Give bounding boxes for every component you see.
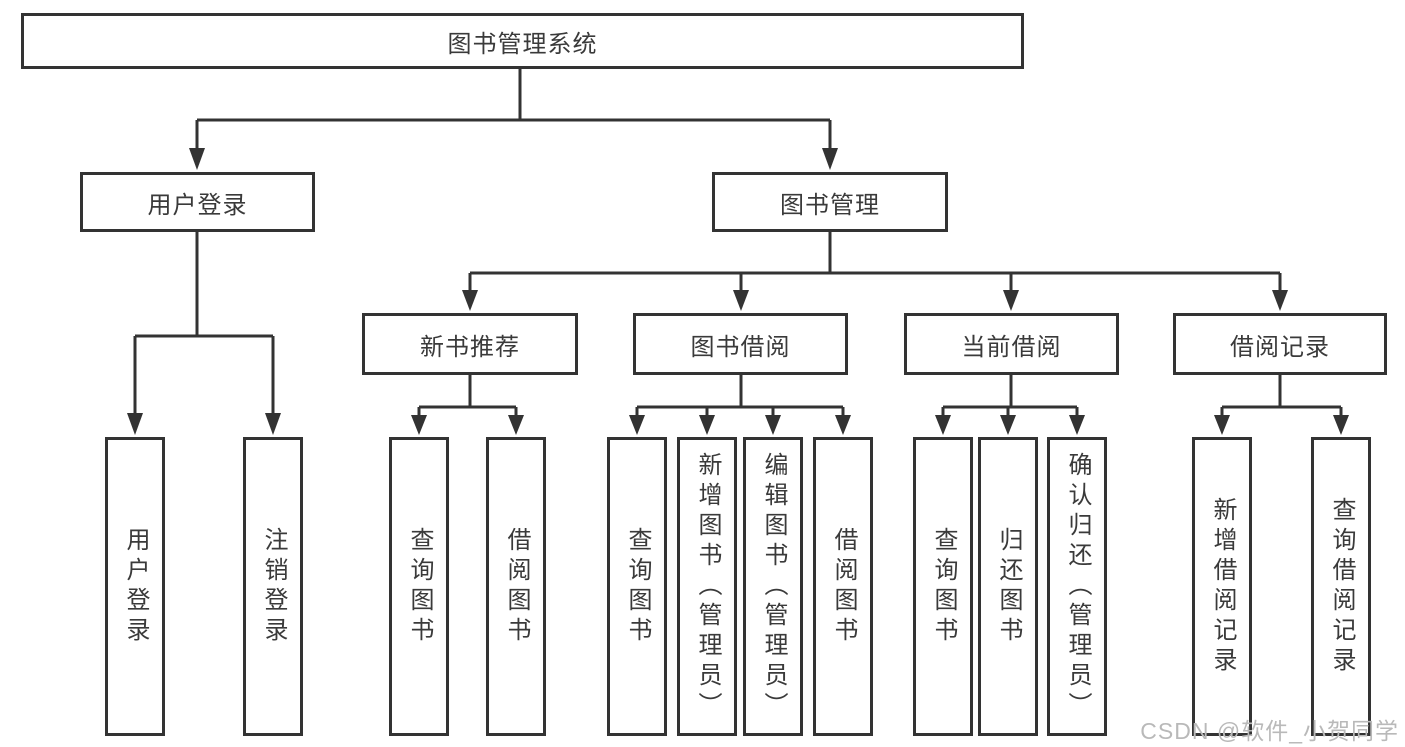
connector-current-to-leaves (935, 375, 1085, 435)
node-root-system: 图书管理系统 (21, 13, 1024, 69)
leaf-add-books-admin: 新增图书（管理员） (677, 437, 737, 736)
leaf-edit-books-admin: 编辑图书（管理员） (743, 437, 803, 736)
node-new-book-recommend: 新书推荐 (362, 313, 578, 375)
leaf-add-borrow-record: 新增借阅记录 (1192, 437, 1252, 736)
leaf-confirm-return-admin: 确认归还（管理员） (1047, 437, 1107, 736)
node-book-borrowing: 图书借阅 (633, 313, 848, 375)
leaf-query-books-1: 查询图书 (389, 437, 449, 736)
leaf-logout: 注销登录 (243, 437, 303, 736)
leaf-query-books-2: 查询图书 (607, 437, 667, 736)
connector-records-to-leaves (1214, 375, 1349, 435)
leaf-query-borrow-record: 查询借阅记录 (1311, 437, 1371, 736)
connector-root-to-level2 (189, 69, 838, 170)
csdn-watermark: CSDN @软件_小贺同学 (1140, 718, 1399, 744)
node-user-login: 用户登录 (80, 172, 315, 232)
node-book-management: 图书管理 (712, 172, 948, 232)
connector-newbook-to-leaves (411, 375, 524, 435)
connector-borrow-to-leaves (629, 375, 851, 435)
leaf-borrow-books-2: 借阅图书 (813, 437, 873, 736)
leaf-user-login: 用户登录 (105, 437, 165, 736)
leaf-query-books-3: 查询图书 (913, 437, 973, 736)
node-borrowing-records: 借阅记录 (1173, 313, 1387, 375)
connector-userlogin-to-leaves (127, 232, 281, 435)
leaf-return-books: 归还图书 (978, 437, 1038, 736)
leaf-borrow-books-1: 借阅图书 (486, 437, 546, 736)
node-current-borrowing: 当前借阅 (904, 313, 1119, 375)
connector-bookmgmt-to-level3 (462, 232, 1288, 311)
